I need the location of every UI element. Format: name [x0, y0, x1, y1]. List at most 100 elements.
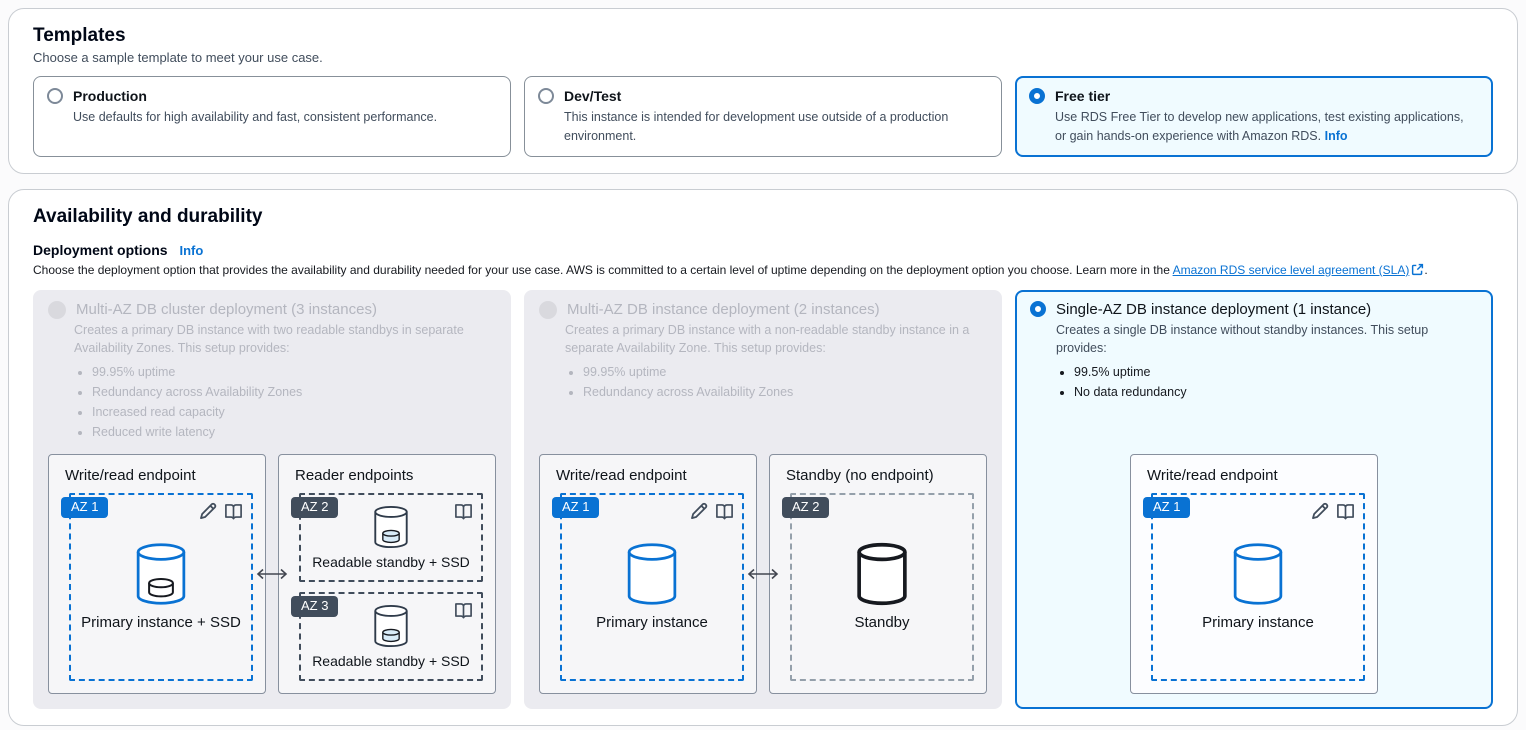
deployment-option-bullets: 99.5% uptimeNo data redundancy	[1056, 361, 1478, 404]
zone-icons	[1310, 502, 1355, 521]
template-option-description: Use defaults for high availability and f…	[73, 108, 437, 127]
bullet-item: 99.95% uptime	[583, 364, 987, 381]
deployment-option-description: Creates a primary DB instance with a non…	[565, 323, 970, 355]
deployment-cards-row: Multi-AZ DB cluster deployment (3 instan…	[33, 290, 1493, 709]
deployment-options-description: Choose the deployment option that provid…	[33, 262, 1493, 279]
db-cylinder-icon-standby	[854, 542, 910, 606]
deployment-option-card-0: Multi-AZ DB cluster deployment (3 instan…	[33, 290, 511, 709]
bullet-item: Increased read capacity	[92, 404, 496, 421]
db-cylinder-icon-primary-ssd	[133, 542, 189, 606]
pencil-icon	[198, 502, 217, 521]
radio-unchecked[interactable]	[47, 88, 63, 104]
book-icon	[454, 601, 473, 620]
zone-icons	[198, 502, 243, 521]
availability-title: Availability and durability	[33, 205, 263, 227]
az-badge: AZ 3	[291, 595, 339, 618]
db-label: Readable standby + SSD	[312, 553, 470, 570]
diagram-box: Reader endpoints AZ 2 Readable standby + S…	[278, 453, 496, 694]
template-option-label: Production	[73, 88, 147, 104]
db-cylinder-icon-standby-ssd	[372, 604, 410, 648]
deployment-option-description: Creates a primary DB instance with two r…	[74, 323, 464, 355]
templates-panel: Templates Choose a sample template to me…	[8, 8, 1518, 174]
template-option-label: Dev/Test	[564, 88, 622, 104]
deployment-option-head: Multi-AZ DB instance deployment (2 insta…	[539, 300, 987, 320]
templates-subtitle: Choose a sample template to meet your us…	[33, 50, 323, 65]
zone-icons	[454, 502, 473, 521]
book-icon	[224, 502, 243, 521]
template-option-description-text: Use RDS Free Tier to develop new applica…	[1055, 110, 1464, 143]
deployment-option-bullets: 99.95% uptimeRedundancy across Availabil…	[565, 361, 987, 404]
bullet-item: Reduced write latency	[92, 424, 496, 441]
deployment-options-field-row: Deployment options Info	[33, 242, 1493, 258]
description-suffix: .	[1424, 262, 1428, 277]
template-option-description-text: This instance is intended for developmen…	[564, 110, 949, 143]
external-link-icon	[1409, 263, 1424, 277]
az-badge: AZ 1	[61, 496, 109, 519]
template-info-link[interactable]: Info	[1324, 128, 1348, 143]
deployment-option-title: Single-AZ DB instance deployment (1 inst…	[1056, 301, 1372, 319]
deployment-option-bullets: 99.95% uptimeRedundancy across Availabil…	[74, 361, 496, 444]
zone-icons	[689, 502, 734, 521]
template-option-description-text: Use defaults for high availability and f…	[73, 110, 438, 125]
diagram-box: Write/read endpoint AZ 1 Primary instance	[1130, 453, 1378, 694]
pencil-icon	[689, 502, 708, 521]
db-cylinder-icon-primary	[624, 542, 680, 606]
radio-disabled	[48, 301, 66, 320]
db-cylinder-icon-standby-ssd	[372, 505, 410, 549]
az-badge: AZ 1	[1143, 496, 1191, 519]
availability-panel: Availability and durability Deployment o…	[8, 188, 1518, 726]
template-option-description: Use RDS Free Tier to develop new applica…	[1055, 108, 1477, 146]
db-cylinder-icon-primary	[1230, 542, 1286, 606]
bullet-item: 99.5% uptime	[1074, 364, 1478, 381]
book-icon	[454, 502, 473, 521]
diagram-box-title: Write/read endpoint	[1147, 466, 1278, 484]
diagram-box-title: Write/read endpoint	[65, 466, 196, 484]
radio-disabled	[539, 301, 557, 320]
deployment-option-title: Multi-AZ DB instance deployment (2 insta…	[567, 301, 880, 319]
availability-zone-region: AZ 2 Readable standby + SSD	[291, 492, 483, 582]
deployment-diagram: Write/read endpoint AZ 1 Primary instance	[1030, 444, 1478, 694]
diagram-box-title: Reader endpoints	[295, 466, 414, 484]
template-option-description: This instance is intended for developmen…	[564, 108, 986, 146]
sla-link[interactable]: Amazon RDS service level agreement (SLA)	[1172, 262, 1410, 277]
db-label: Standby	[854, 614, 910, 632]
db-label: Primary instance	[596, 614, 708, 632]
bullet-item: Redundancy across Availability Zones	[583, 384, 987, 401]
az-badge: AZ 2	[291, 496, 339, 519]
radio-checked[interactable]	[1030, 301, 1046, 318]
radio-unchecked[interactable]	[538, 88, 554, 104]
bullet-item: 99.95% uptime	[92, 364, 496, 381]
availability-zone-region: AZ 1 Primary instance	[1143, 492, 1365, 681]
deployment-options-info-link[interactable]: Info	[179, 242, 204, 258]
deployment-options-label: Deployment options	[33, 241, 168, 258]
diagram-zones: AZ 1 Primary instance	[1143, 492, 1365, 681]
book-icon	[1336, 502, 1355, 521]
deployment-option-card-1: Multi-AZ DB instance deployment (2 insta…	[524, 290, 1002, 709]
book-icon	[715, 502, 734, 521]
radio-checked[interactable]	[1029, 88, 1045, 104]
db-label: Primary instance	[1202, 614, 1314, 632]
diagram-box-title: Write/read endpoint	[556, 466, 687, 484]
description-text: Choose the deployment option that provid…	[33, 262, 1173, 277]
deployment-option-card-2[interactable]: Single-AZ DB instance deployment (1 inst…	[1015, 290, 1493, 709]
